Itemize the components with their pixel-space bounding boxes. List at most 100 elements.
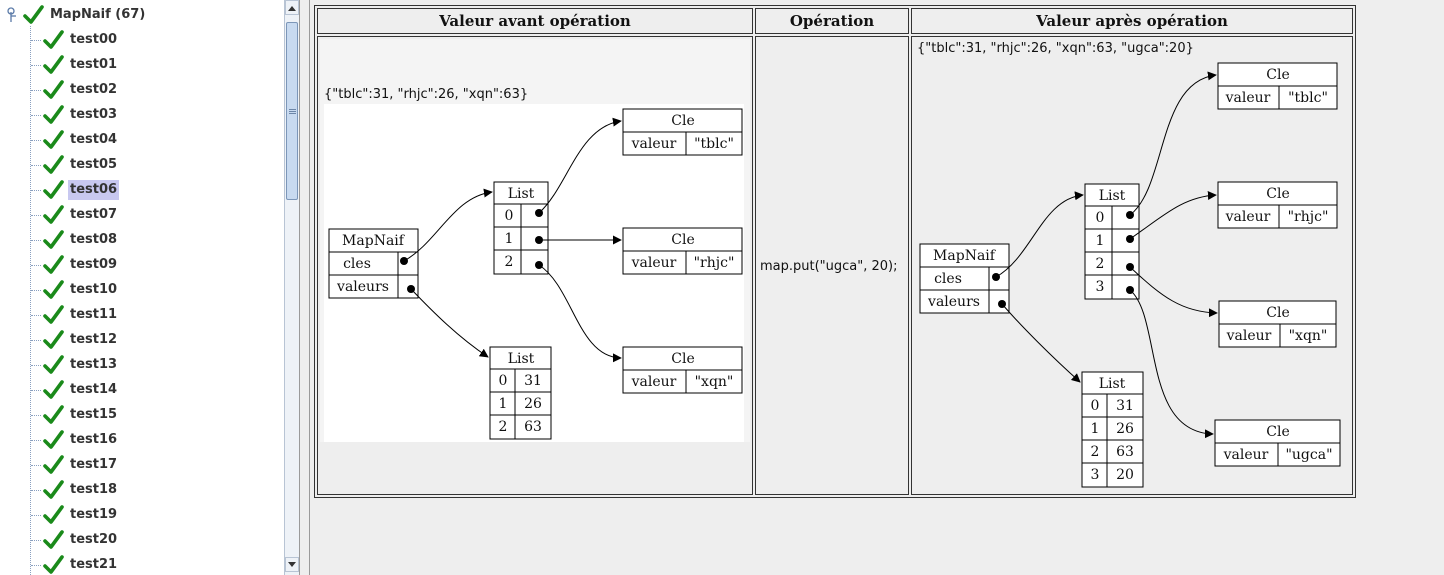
before-cle-valeur-label: valeur (631, 255, 677, 271)
result-table: Valeur avant opération Opération Valeur … (314, 5, 1356, 498)
tree-item-test12[interactable]: test12 (42, 328, 119, 352)
tree-item-label: test08 (70, 232, 118, 247)
tree-item-test19[interactable]: test19 (42, 503, 119, 527)
after-cle-valeur-label: valeur (1225, 90, 1271, 106)
check-icon (43, 330, 64, 349)
after-keys-index: 3 (1096, 279, 1105, 295)
tree-item-label: test17 (70, 457, 118, 472)
after-cle-node-1: Cle valeur "rhjc" (1217, 181, 1338, 229)
tree-item-test15[interactable]: test15 (42, 403, 119, 427)
before-mapnaif-node: MapNaif cles valeurs (328, 228, 419, 299)
cell-after: {"tblc":31, "rhjc":26, "xqn":63, "ugca":… (911, 36, 1353, 495)
tree-item-test02[interactable]: test02 (42, 78, 119, 102)
after-cle-key: "xqn" (1289, 328, 1328, 344)
tree-item-test10[interactable]: test10 (42, 278, 119, 302)
scroll-grip-line (289, 109, 296, 110)
tree-item-test04[interactable]: test04 (42, 128, 119, 152)
header-after: Valeur après opération (911, 8, 1353, 34)
after-cle-title: Cle (1266, 67, 1289, 83)
check-icon (23, 5, 44, 24)
tree-guide-line (31, 115, 41, 116)
tree-item-test03[interactable]: test03 (42, 103, 119, 127)
check-icon (43, 155, 64, 174)
after-keys-list-title: List (1099, 188, 1126, 204)
before-value-cell: 26 (524, 396, 542, 412)
tree-item-label: test12 (70, 332, 118, 347)
after-mapnaif-node: MapNaif cles valeurs (919, 243, 1010, 314)
before-mapnaif-title: MapNaif (342, 233, 406, 249)
after-cle-valeur-label: valeur (1223, 447, 1269, 463)
tree-item-label: test05 (70, 157, 118, 172)
before-keys-index: 2 (505, 254, 514, 270)
tree-guide-line (31, 565, 41, 566)
split-pane-divider[interactable] (300, 0, 310, 575)
tree-item-test14[interactable]: test14 (42, 378, 119, 402)
tree-item-label: test06 (68, 180, 120, 200)
after-cle-title: Cle (1266, 424, 1289, 440)
before-values-list-title: List (508, 351, 535, 367)
after-map-string: {"tblc":31, "rhjc":26, "xqn":63, "ugca":… (917, 41, 1194, 56)
after-cle-node-2: Cle valeur "xqn" (1218, 300, 1337, 348)
after-cle-key: "tblc" (1288, 90, 1328, 106)
tree-root-node[interactable]: MapNaif (67) (22, 3, 147, 27)
tree-item-label: test09 (70, 257, 118, 272)
tree-item-test13[interactable]: test13 (42, 353, 119, 377)
tree-guide-line (31, 540, 41, 541)
check-icon (43, 280, 64, 299)
tree-item-test00[interactable]: test00 (42, 28, 119, 52)
tree-guide-line (31, 515, 41, 516)
after-values-index: 0 (1091, 398, 1100, 414)
before-cle-title: Cle (671, 113, 694, 129)
check-icon (43, 30, 64, 49)
before-cle-node-2: Cle valeur "xqn" (622, 346, 743, 394)
arrow-down-icon (288, 561, 296, 567)
after-keys-index: 2 (1096, 256, 1105, 272)
scroll-thumb[interactable] (286, 22, 298, 200)
tree-guide-line (31, 465, 41, 466)
cell-before: {"tblc":31, "rhjc":26, "xqn":63} MapNaif… (317, 36, 753, 495)
tree-item-test05[interactable]: test05 (42, 153, 119, 177)
tree-item-test18[interactable]: test18 (42, 478, 119, 502)
tree-item-test16[interactable]: test16 (42, 428, 119, 452)
tree-guide-line (31, 165, 41, 166)
tree-item-label: test04 (70, 132, 118, 147)
check-icon (43, 230, 64, 249)
tree-item-test09[interactable]: test09 (42, 253, 119, 277)
after-mapnaif-title: MapNaif (933, 248, 997, 264)
tree-item-test07[interactable]: test07 (42, 203, 119, 227)
tree-item-test21[interactable]: test21 (42, 553, 119, 575)
tree-item-test11[interactable]: test11 (42, 303, 119, 327)
after-keys-index: 0 (1096, 210, 1105, 226)
before-cle-node-0: Cle valeur "tblc" (622, 108, 743, 156)
before-cles-label: cles (343, 256, 371, 272)
tree-guide-line (31, 40, 41, 41)
after-values-index: 1 (1091, 421, 1100, 437)
tree-item-test01[interactable]: test01 (42, 53, 119, 77)
header-operation: Opération (755, 8, 909, 34)
before-keys-index: 0 (505, 208, 514, 224)
before-cle-key: "rhjc" (694, 255, 735, 271)
tree-scrollbar[interactable] (284, 0, 299, 575)
tree-item-label: test03 (70, 107, 118, 122)
after-value-cell: 63 (1116, 444, 1134, 460)
scroll-grip-line (289, 113, 296, 114)
after-values-index: 3 (1091, 467, 1100, 483)
check-icon (43, 405, 64, 424)
scroll-up-button[interactable] (285, 0, 299, 15)
scroll-down-button[interactable] (285, 557, 299, 572)
tree-item-test17[interactable]: test17 (42, 453, 119, 477)
cell-operation: map.put("ugca", 20); (755, 36, 909, 495)
tree-item-test20[interactable]: test20 (42, 528, 119, 552)
after-values-index: 2 (1091, 444, 1100, 460)
arrow-up-icon (288, 5, 296, 11)
tree-guide-line (31, 415, 41, 416)
after-values-list-node: List 0 1 2 3 31 26 63 20 (1081, 371, 1144, 488)
before-cle-valeur-label: valeur (631, 374, 677, 390)
before-cle-title: Cle (671, 232, 694, 248)
before-cle-node-1: Cle valeur "rhjc" (622, 227, 743, 275)
header-before: Valeur avant opération (317, 8, 753, 34)
tree-expand-handle-icon[interactable] (5, 6, 17, 22)
tree-item-test08[interactable]: test08 (42, 228, 119, 252)
tree-item-test06[interactable]: test06 (42, 178, 120, 202)
check-icon (43, 430, 64, 449)
